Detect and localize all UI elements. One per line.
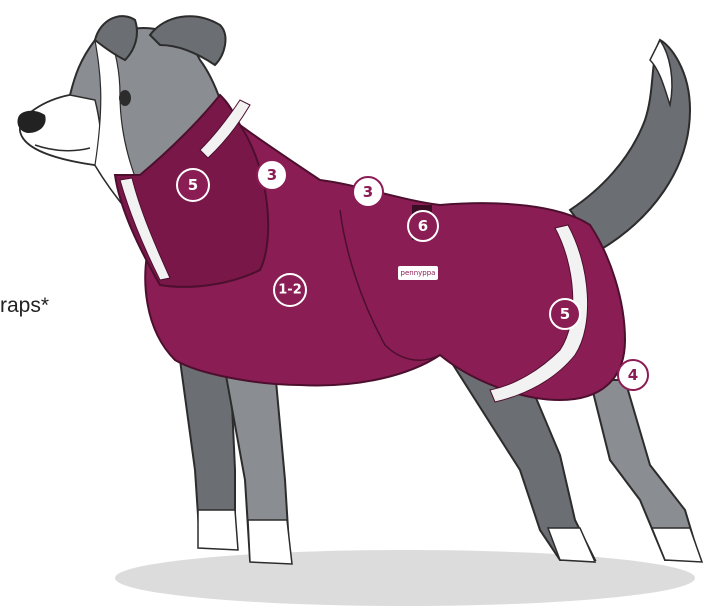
marker-1-2-body: 1-2 (274, 274, 306, 306)
dog-front-paw-near (248, 520, 292, 564)
marker-3-back: 3 (353, 177, 383, 207)
brand-tag: pennyppa (401, 269, 436, 277)
marker-label: 4 (628, 366, 638, 384)
marker-label: 5 (560, 305, 570, 323)
marker-label: 1-2 (278, 283, 302, 298)
marker-3-shoulder: 3 (257, 160, 287, 190)
marker-label: 6 (418, 217, 428, 235)
marker-5-neck: 5 (177, 169, 209, 201)
dog-eye (119, 90, 131, 106)
marker-label: 3 (363, 183, 373, 201)
marker-5-belly: 5 (550, 299, 580, 329)
dog-front-paw-far (198, 510, 238, 550)
marker-4-rear: 4 (618, 360, 648, 390)
dog-back-paw-near (652, 528, 702, 562)
marker-6-strap: 6 (408, 211, 438, 241)
marker-label: 5 (188, 176, 198, 194)
dog-tail (570, 40, 690, 250)
ground-shadow (115, 550, 695, 606)
marker-label: 3 (267, 166, 277, 184)
